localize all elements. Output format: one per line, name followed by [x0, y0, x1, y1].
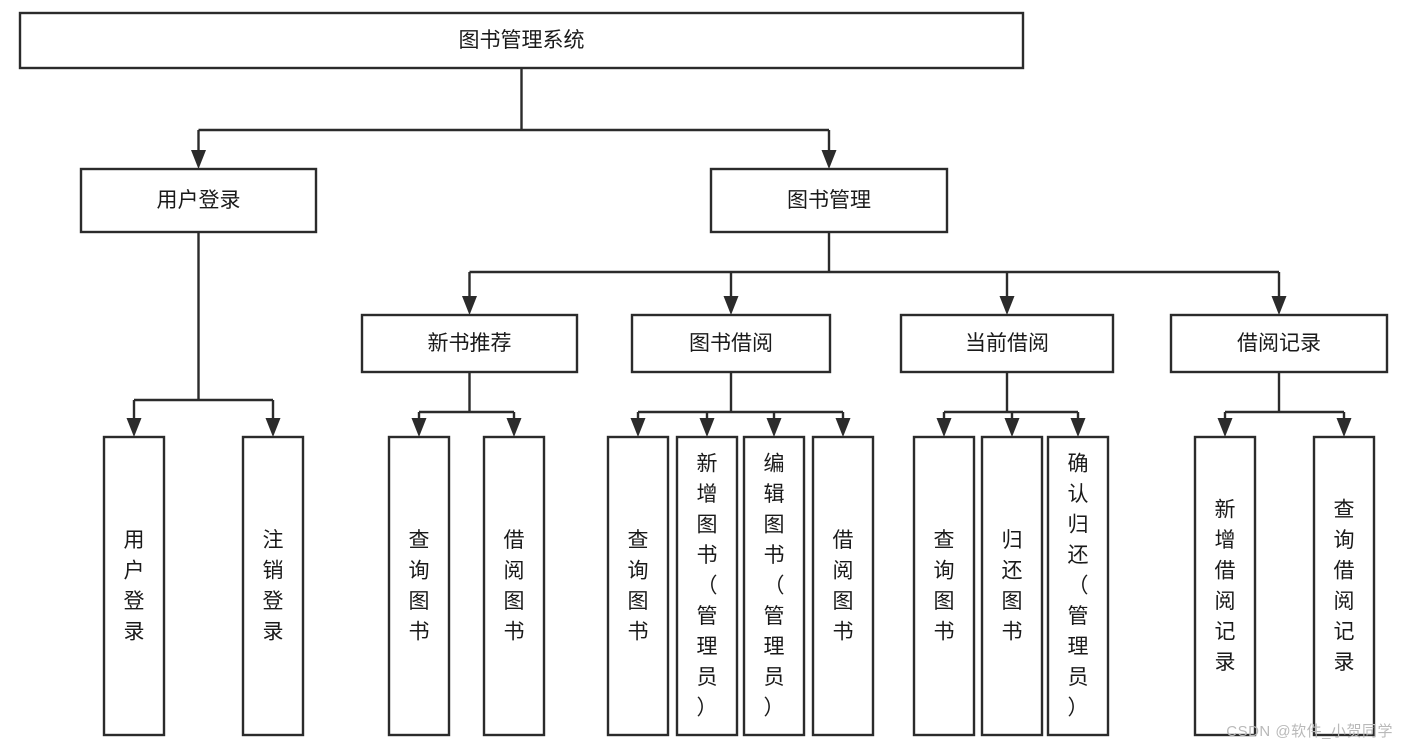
- node-box-leaf-add-record[interactable]: [1193, 435, 1257, 737]
- node-book-borrow[interactable]: 图书借阅: [630, 313, 832, 374]
- arrow-leaf-borrow-book-1: [506, 418, 522, 437]
- node-label-leaf-edit-book: 编辑图书（管理员）: [764, 453, 785, 720]
- node-box-leaf-add-book[interactable]: [675, 435, 739, 737]
- node-box-leaf-query-record[interactable]: [1312, 435, 1376, 737]
- arrow-leaf-add-record: [1217, 418, 1233, 437]
- node-label-book-borrow: 图书借阅: [689, 332, 773, 355]
- node-leaf-borrow-book-1[interactable]: 借阅图书: [482, 435, 546, 737]
- node-borrow-record[interactable]: 借阅记录: [1169, 313, 1389, 374]
- node-leaf-borrow-book-2[interactable]: 借阅图书: [811, 435, 875, 737]
- node-leaf-edit-book[interactable]: 编辑图书（管理员）: [742, 435, 806, 737]
- node-user-login[interactable]: 用户登录: [79, 167, 318, 234]
- node-label-leaf-return-book: 归还图书: [1002, 529, 1023, 644]
- arrow-book-borrow: [723, 296, 739, 315]
- node-box-book-borrow[interactable]: [630, 313, 832, 374]
- connectors-layer: [126, 68, 1352, 437]
- arrow-leaf-query-book-3: [936, 418, 952, 437]
- node-book-management[interactable]: 图书管理: [709, 167, 949, 234]
- arrow-new-book-recommend: [462, 296, 477, 315]
- arrow-leaf-edit-book: [766, 418, 782, 437]
- node-label-user-login: 用户登录: [157, 189, 241, 212]
- node-leaf-return-book[interactable]: 归还图书: [980, 435, 1044, 737]
- node-box-leaf-return-book[interactable]: [980, 435, 1044, 737]
- node-leaf-add-record[interactable]: 新增借阅记录: [1193, 435, 1257, 737]
- node-label-leaf-query-record: 查询借阅记录: [1334, 498, 1355, 674]
- arrow-leaf-confirm-return: [1070, 418, 1086, 437]
- node-new-book-recommend[interactable]: 新书推荐: [360, 313, 579, 374]
- node-label-leaf-query-book-3: 查询图书: [934, 529, 955, 644]
- node-current-borrow[interactable]: 当前借阅: [899, 313, 1115, 374]
- arrow-leaf-return-book: [1004, 418, 1020, 437]
- node-box-borrow-record[interactable]: [1169, 313, 1389, 374]
- node-label-leaf-logout: 注销登录: [263, 529, 284, 644]
- csdn-watermark: CSDN @软件_小贺同学: [1226, 723, 1393, 740]
- node-label-leaf-add-book: 新增图书（管理员）: [697, 453, 718, 720]
- node-leaf-query-book-2[interactable]: 查询图书: [606, 435, 670, 737]
- node-label-borrow-record: 借阅记录: [1237, 332, 1321, 355]
- node-box-leaf-edit-book[interactable]: [742, 435, 806, 737]
- node-box-root[interactable]: [18, 11, 1025, 70]
- node-box-leaf-query-book-1[interactable]: [387, 435, 451, 737]
- arrow-leaf-add-book: [699, 418, 715, 437]
- node-leaf-user-login[interactable]: 用户登录: [102, 435, 166, 737]
- nodes-layer: 新书推荐图书借阅当前借阅借阅记录用户登录图书管理用户登录注销登录查询图书借阅图书…: [18, 11, 1389, 737]
- node-label-root: 图书管理系统: [459, 29, 585, 52]
- node-leaf-query-book-1[interactable]: 查询图书: [387, 435, 451, 737]
- node-leaf-query-book-3[interactable]: 查询图书: [912, 435, 976, 737]
- node-root[interactable]: 图书管理系统: [18, 11, 1025, 70]
- node-label-new-book-recommend: 新书推荐: [428, 332, 512, 355]
- node-box-leaf-borrow-book-2[interactable]: [811, 435, 875, 737]
- node-box-leaf-logout[interactable]: [241, 435, 305, 737]
- node-label-leaf-borrow-book-2: 借阅图书: [833, 529, 854, 644]
- arrow-leaf-user-login: [126, 418, 142, 437]
- node-box-leaf-query-book-2[interactable]: [606, 435, 670, 737]
- node-box-book-management[interactable]: [709, 167, 949, 234]
- node-box-new-book-recommend[interactable]: [360, 313, 579, 374]
- arrow-leaf-query-book-2: [630, 418, 646, 437]
- arrow-book-management: [821, 150, 837, 169]
- node-leaf-confirm-return[interactable]: 确认归还（管理员）: [1046, 435, 1110, 737]
- node-box-leaf-borrow-book-1[interactable]: [482, 435, 546, 737]
- arrow-leaf-borrow-book-2: [835, 418, 851, 437]
- arrow-borrow-record: [1271, 296, 1287, 315]
- arrow-leaf-query-book-1: [411, 418, 427, 437]
- node-label-leaf-borrow-book-1: 借阅图书: [504, 529, 525, 644]
- node-leaf-logout[interactable]: 注销登录: [241, 435, 305, 737]
- node-label-leaf-query-book-1: 查询图书: [409, 529, 430, 644]
- node-leaf-add-book[interactable]: 新增图书（管理员）: [675, 435, 739, 737]
- node-box-leaf-query-book-3[interactable]: [912, 435, 976, 737]
- node-label-book-management: 图书管理: [787, 189, 871, 212]
- arrow-user-login: [191, 150, 206, 169]
- node-label-leaf-user-login: 用户登录: [124, 529, 145, 644]
- node-leaf-query-record[interactable]: 查询借阅记录: [1312, 435, 1376, 737]
- node-box-user-login[interactable]: [79, 167, 318, 234]
- node-box-leaf-confirm-return[interactable]: [1046, 435, 1110, 737]
- node-label-leaf-add-record: 新增借阅记录: [1215, 498, 1236, 674]
- arrow-leaf-logout: [265, 418, 281, 437]
- arrow-current-borrow: [999, 296, 1015, 315]
- node-label-leaf-confirm-return: 确认归还（管理员）: [1068, 453, 1089, 720]
- node-label-leaf-query-book-2: 查询图书: [628, 529, 649, 644]
- node-box-leaf-user-login[interactable]: [102, 435, 166, 737]
- arrow-leaf-query-record: [1336, 418, 1352, 437]
- node-box-current-borrow[interactable]: [899, 313, 1115, 374]
- node-label-current-borrow: 当前借阅: [965, 332, 1049, 355]
